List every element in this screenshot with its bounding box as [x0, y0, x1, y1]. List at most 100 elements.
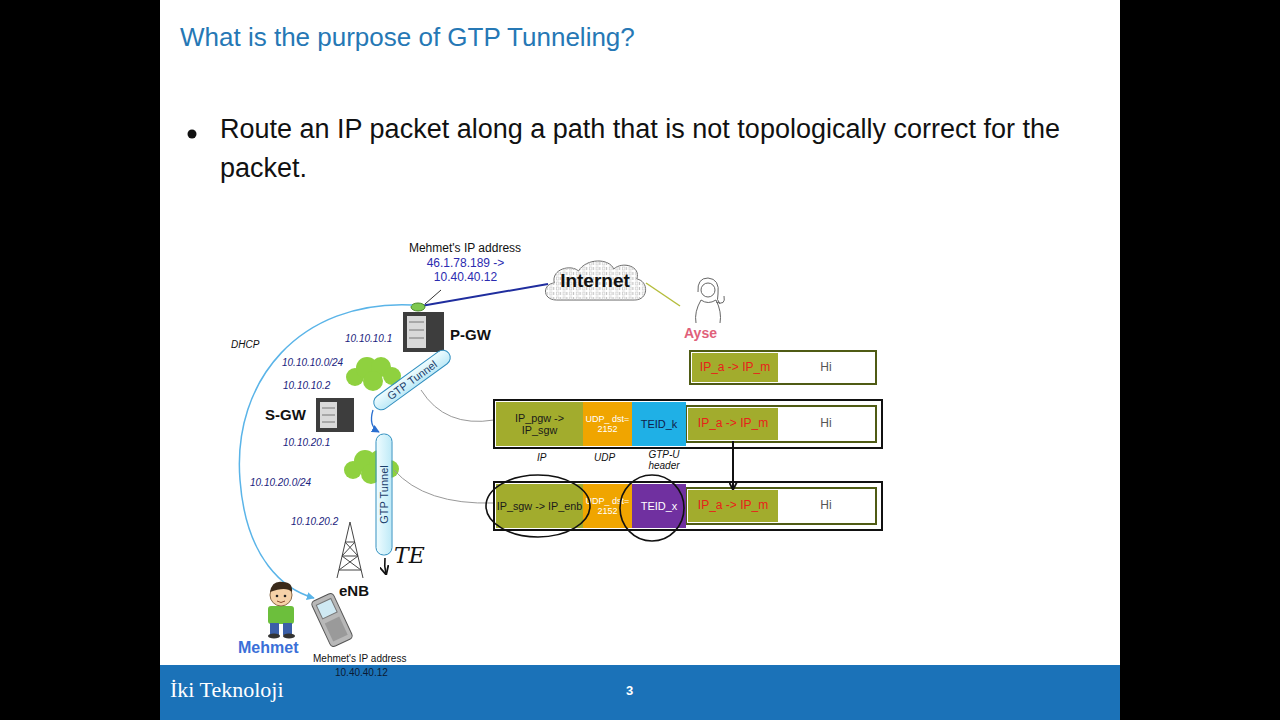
phone-keypad	[325, 617, 348, 642]
box-text: Hi	[820, 499, 831, 513]
node-name: eNB	[338, 582, 370, 600]
ip-header: IP_a -> IP_m	[688, 490, 778, 522]
ip-address: 10.10.20.2	[290, 516, 339, 528]
handwritten-arrow	[385, 558, 386, 574]
tower-brace	[339, 556, 358, 570]
ip-address: 10.10.10.1	[344, 333, 393, 345]
ip-address: 10.10.20.1	[282, 437, 331, 449]
handwritten-arrow	[732, 441, 734, 489]
shoe	[268, 634, 280, 639]
user-name: Mehmet	[238, 638, 298, 657]
internet-link	[646, 283, 680, 306]
subnet: 10.10.10.0/24	[281, 357, 344, 369]
box-text: Hi	[820, 361, 831, 375]
eye	[284, 595, 287, 598]
ayse-figure	[696, 278, 725, 323]
box-text: TEID_k	[641, 418, 678, 431]
phone-body	[311, 592, 354, 647]
tower-brace	[345, 542, 358, 556]
gtp-u-header: TEID_k	[632, 402, 686, 446]
payload: Hi	[778, 353, 874, 382]
payload-frame	[686, 406, 876, 442]
company-name: İki Teknoloji	[170, 677, 284, 703]
server-slot	[409, 338, 424, 339]
subnet: 10.10.20.0/24	[249, 477, 312, 489]
body	[696, 300, 721, 323]
tower-bar	[345, 542, 355, 543]
head	[701, 283, 715, 297]
server-slot	[322, 408, 335, 409]
sgw-server	[316, 398, 354, 432]
gtp-u-header: TEID_x	[632, 484, 686, 528]
internet-link	[421, 284, 548, 306]
server-slot	[409, 322, 424, 323]
tower-bar	[342, 556, 358, 557]
ip-address: 10.10.10.2	[282, 380, 331, 392]
ip-header: IP_a -> IP_m	[688, 408, 778, 440]
payload: Hi	[778, 490, 874, 522]
address-caption: Mehmet's IP address	[313, 653, 406, 665]
mehmet-figure	[268, 582, 295, 639]
bullet-text: Route an IP packet along a path that is …	[220, 110, 1100, 188]
internet-cloud: Internet	[540, 256, 650, 306]
leader-line	[425, 290, 441, 304]
phone-screen	[316, 598, 337, 618]
layer-label: UDP	[594, 452, 615, 464]
cloud-texture	[545, 261, 645, 300]
bullet	[188, 130, 197, 139]
box-text: IP_a -> IP_m	[698, 417, 768, 431]
layer-label: GTP-U header	[638, 449, 690, 471]
hair	[270, 582, 292, 592]
udp-header: UDP_ dst= 2152	[583, 402, 632, 446]
trousers	[283, 623, 292, 635]
tower-brace	[342, 556, 361, 570]
footer-bar	[160, 665, 1120, 720]
cloud-lobe	[363, 371, 383, 391]
eye	[276, 595, 279, 598]
ip-header: IP_a -> IP_m	[692, 353, 778, 382]
box-text: TEID_x	[641, 500, 678, 513]
packet-frame	[494, 482, 882, 530]
protocol-label: DHCP	[230, 339, 260, 351]
packet-frame	[494, 400, 882, 448]
phone	[311, 592, 354, 647]
tower-bar	[339, 570, 361, 571]
ip-header: IP_sgw -> IP_enb	[496, 484, 583, 528]
handwritten-circle	[486, 475, 590, 537]
box-text: Internet	[560, 270, 630, 292]
box-text: IP_sgw -> IP_enb	[497, 500, 583, 512]
layer-label: IP	[537, 452, 546, 464]
server-panel	[407, 316, 426, 348]
enb-tower	[337, 522, 363, 578]
server-slot	[322, 415, 335, 416]
box-text: IP_a -> IP_m	[698, 499, 768, 513]
slide-title: What is the purpose of GTP Tunneling?	[180, 22, 635, 53]
nat-mapping: 46.1.78.189 -> 10.40.40.12	[418, 256, 513, 285]
udp-header: UDP_ dst= 2152	[583, 484, 632, 528]
box-text: Hi	[820, 417, 831, 431]
box-text: GTP Tunnel	[378, 465, 391, 524]
user-name: Ayse	[683, 325, 718, 342]
ip-address: 10.40.40.12	[335, 667, 388, 679]
pgw-server	[403, 303, 444, 352]
server-slot	[322, 422, 335, 423]
server-slot	[409, 330, 424, 331]
trousers	[270, 623, 279, 635]
leader-line	[421, 390, 494, 421]
box-text: IP_a -> IP_m	[700, 361, 770, 375]
address-caption: Mehmet's IP address	[400, 241, 530, 255]
box-text: UDP_ dst= 2152	[583, 496, 632, 517]
slide-background	[160, 0, 1120, 720]
shirt	[268, 606, 294, 624]
tower-brace	[342, 542, 355, 556]
dhcp-arrow	[239, 305, 412, 598]
page-number: 3	[626, 683, 633, 699]
node-name: S-GW	[264, 406, 307, 424]
leader-line	[394, 470, 494, 503]
shoe	[283, 634, 295, 639]
server-body	[316, 398, 354, 432]
